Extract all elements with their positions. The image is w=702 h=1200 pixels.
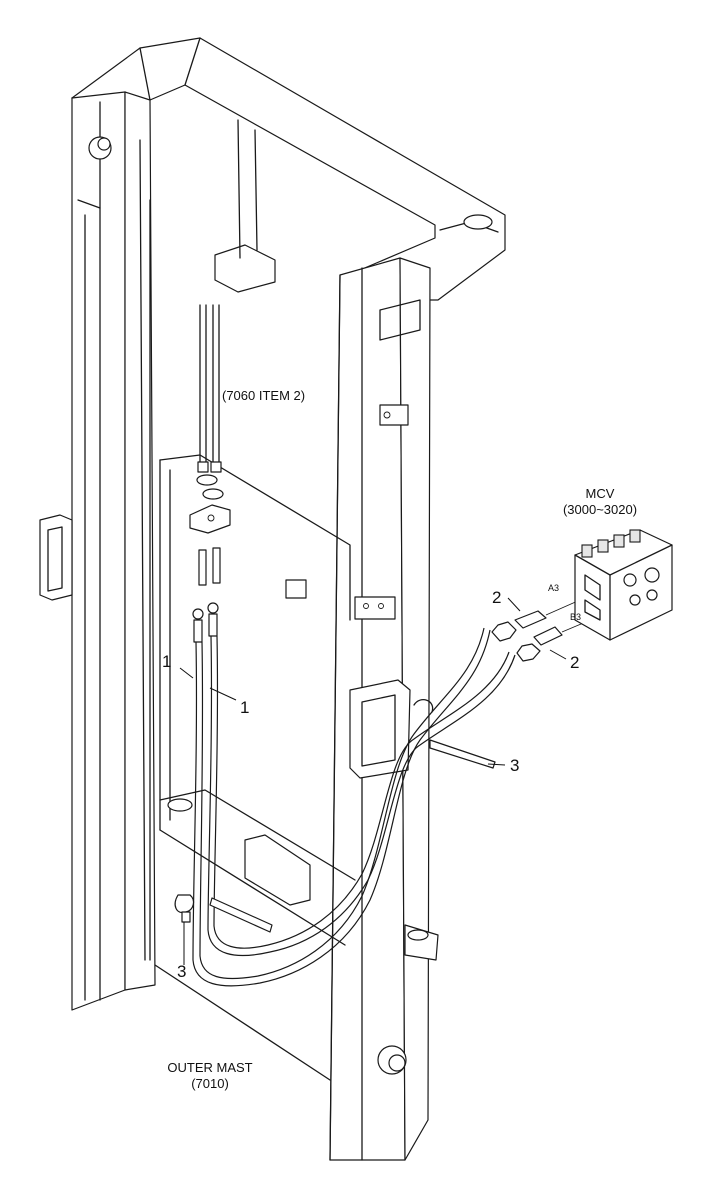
callout-connector-upper: 2 bbox=[492, 588, 501, 607]
mcv-range: (3000~3020) bbox=[563, 502, 637, 517]
callout-connector-lower: 2 bbox=[570, 653, 579, 672]
mcv-valve bbox=[574, 529, 673, 641]
leader-lines bbox=[179, 597, 567, 965]
port-a-label: A3 bbox=[548, 583, 559, 593]
ref-item-label: (7060 ITEM 2) bbox=[222, 388, 305, 403]
callout-hose-left: 1 bbox=[162, 652, 171, 671]
outer-mast-code: (7010) bbox=[191, 1076, 229, 1091]
mcv-title: MCV bbox=[586, 486, 615, 501]
callout-clamp-left: 3 bbox=[177, 962, 186, 981]
outer-mast-title: OUTER MAST bbox=[167, 1060, 252, 1075]
port-b-label: B3 bbox=[570, 612, 581, 622]
mast-frame bbox=[39, 37, 506, 1161]
clamps bbox=[174, 699, 496, 933]
callout-clamp-right: 3 bbox=[510, 756, 519, 775]
callout-hose-right: 1 bbox=[240, 698, 249, 717]
upper-tubes bbox=[189, 304, 231, 586]
hydraulic-hoses bbox=[192, 602, 516, 987]
